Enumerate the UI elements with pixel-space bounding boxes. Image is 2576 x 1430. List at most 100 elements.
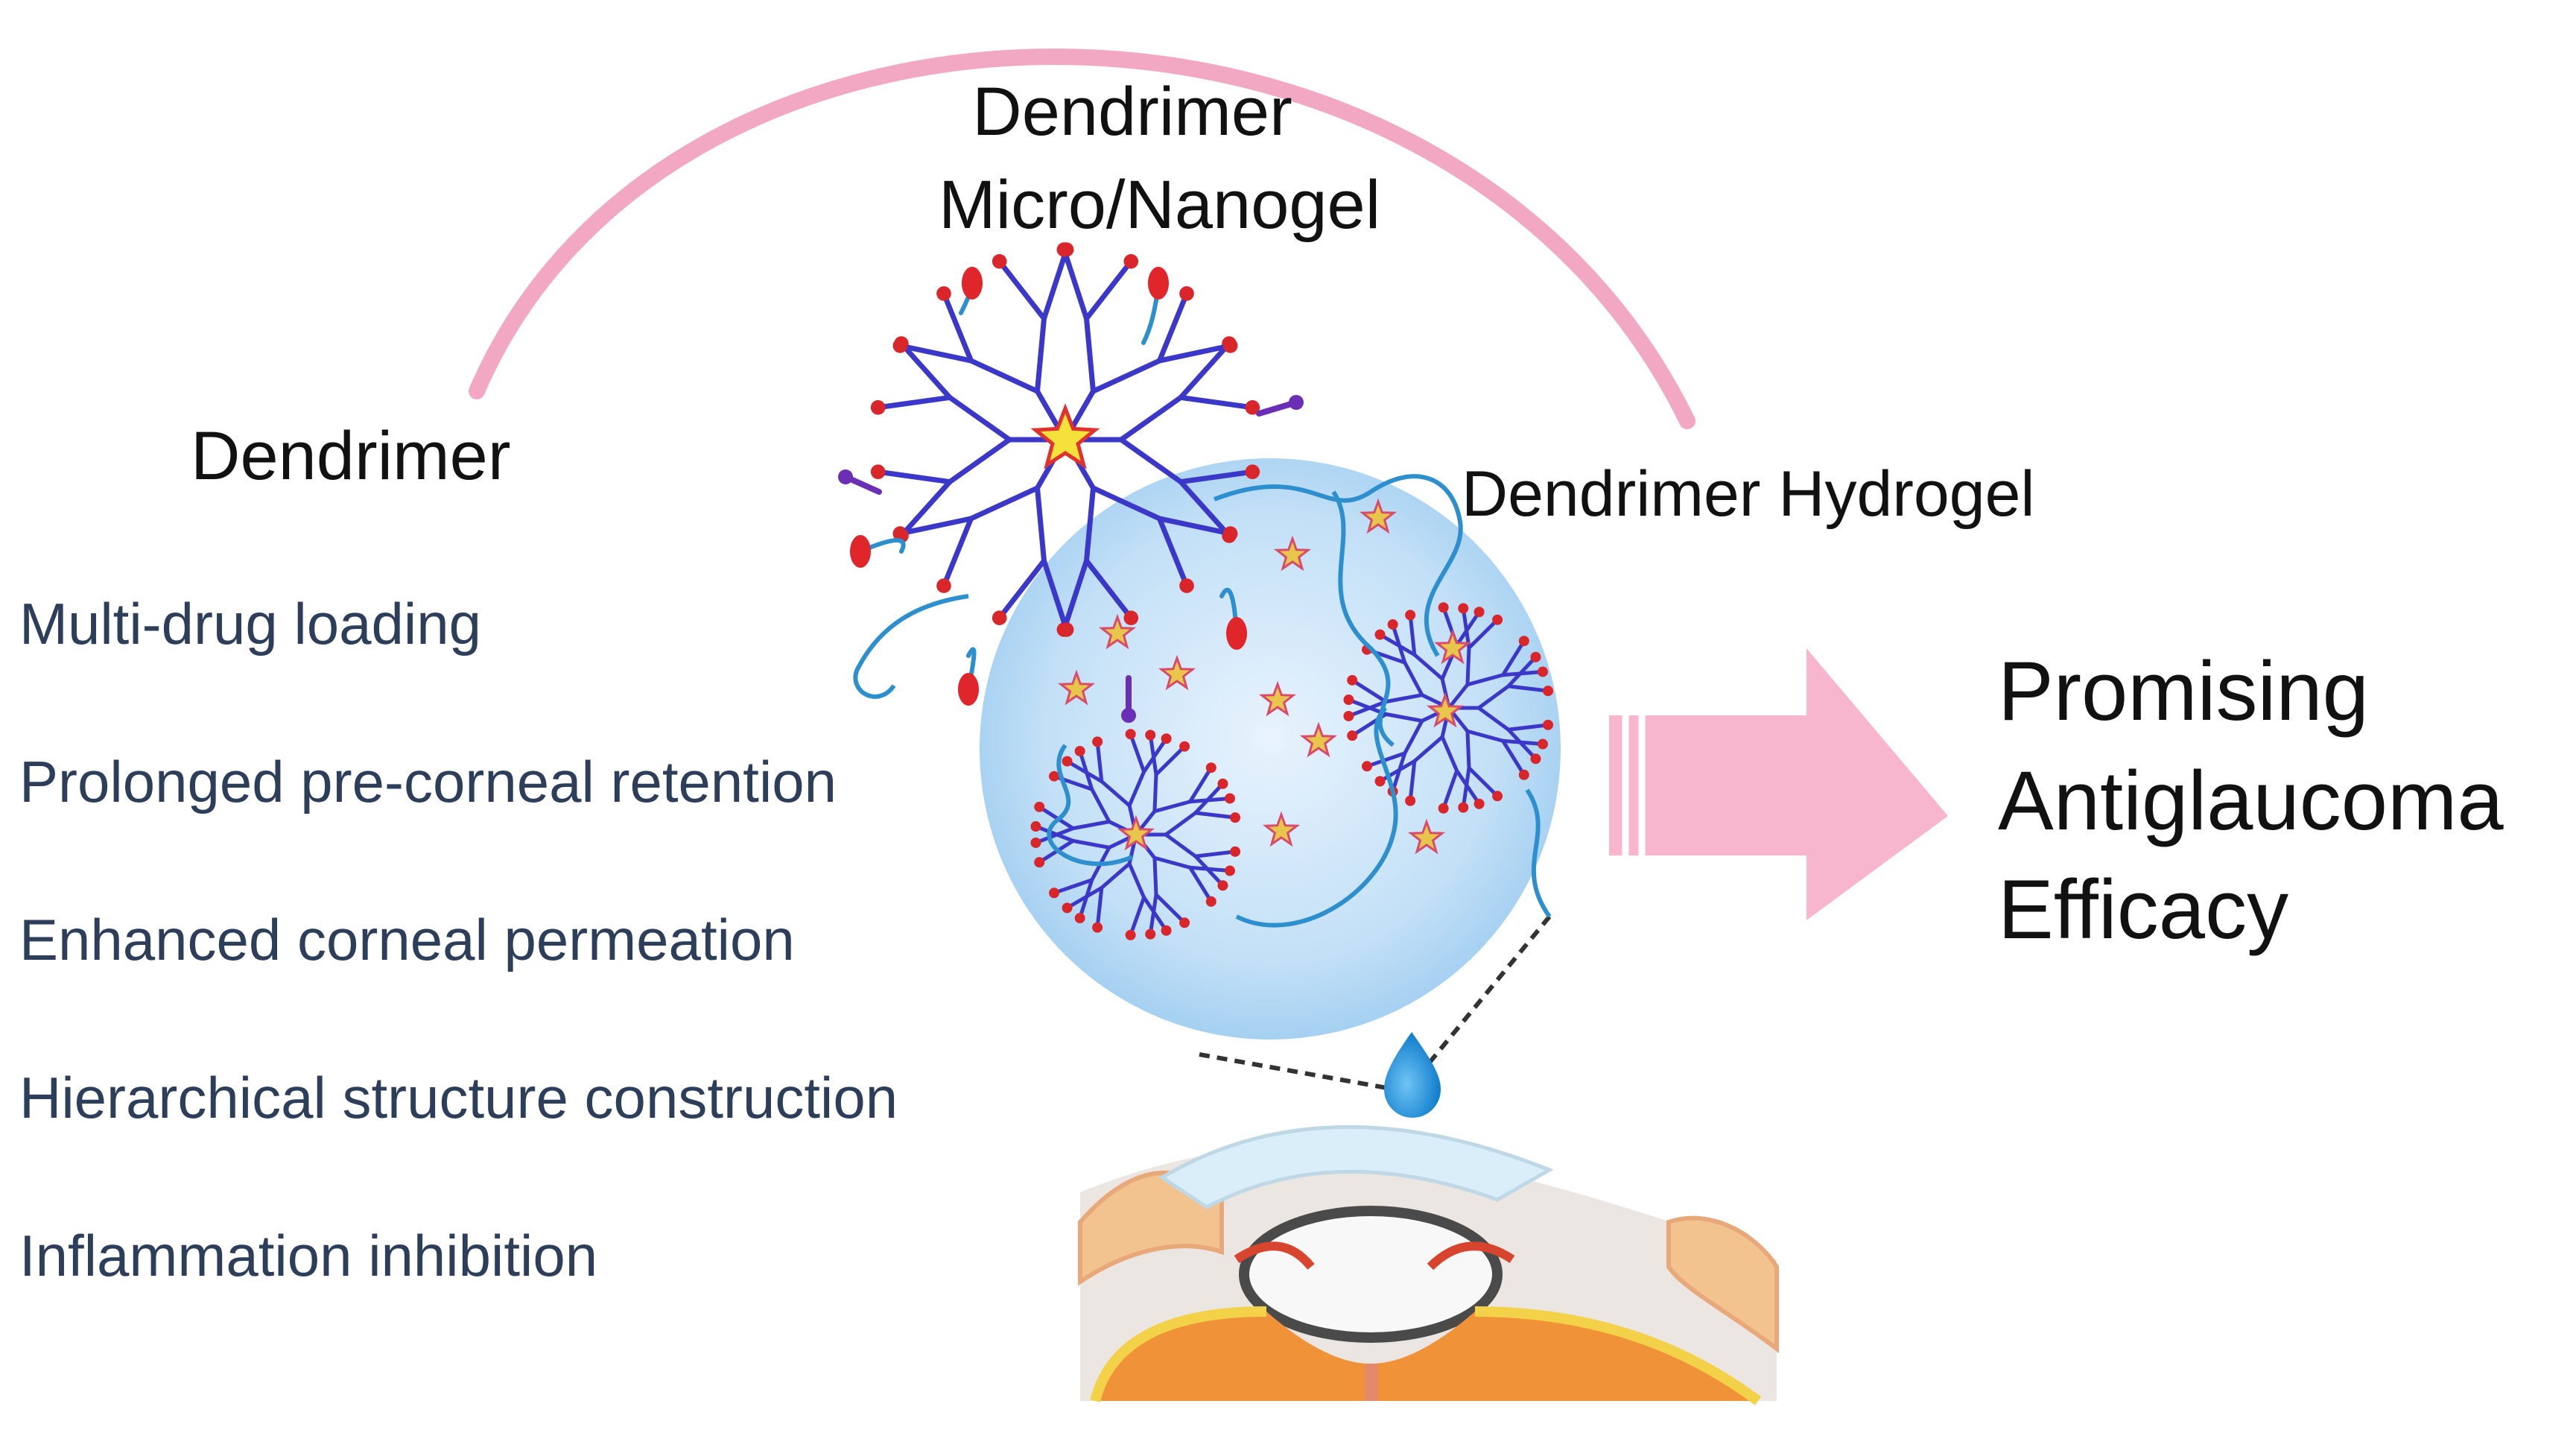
- star-icon: [1299, 721, 1338, 758]
- outcome-text: Promising Antiglaucoma Efficacy: [1998, 637, 2504, 965]
- end-group-dot: [1224, 793, 1235, 804]
- end-group-dot: [1374, 776, 1386, 787]
- feature-item: Prolonged pre-corneal retention: [19, 749, 837, 814]
- end-group-head: [958, 673, 979, 706]
- star-icon: [1426, 692, 1465, 728]
- dendrimer-molecule-small: [1343, 602, 1554, 814]
- end-group-dot: [1145, 928, 1156, 940]
- feature-item: Multi-drug loading: [19, 591, 482, 657]
- dendrimer-micro-nanogel-title: Dendrimer Micro/Nanogel: [939, 66, 1381, 252]
- end-group-dot: [1518, 769, 1529, 780]
- end-group-dot: [892, 338, 908, 353]
- end-group-dot: [838, 469, 853, 484]
- end-group-dot: [1217, 880, 1228, 891]
- end-group-dot: [1492, 614, 1503, 625]
- star-icon: [1030, 403, 1100, 469]
- end-group-dot: [1458, 603, 1469, 614]
- dendrimer-heading: Dendrimer: [191, 418, 511, 494]
- end-group-head: [1148, 267, 1169, 300]
- end-group-dot: [1530, 651, 1541, 662]
- end-group-dot: [1537, 666, 1548, 677]
- dendrimer-hydrogel-heading: Dendrimer Hydrogel: [1462, 458, 2035, 530]
- end-group-dot: [1537, 738, 1548, 750]
- end-group-dot: [1347, 730, 1358, 741]
- star-icon: [1407, 818, 1446, 855]
- end-group-dot: [1161, 733, 1172, 744]
- end-group-dot: [1179, 578, 1194, 593]
- end-group-dot: [1217, 778, 1228, 789]
- end-group-head: [850, 535, 871, 568]
- end-group-dot: [1034, 801, 1045, 812]
- star-icon: [1262, 811, 1301, 847]
- end-group-dot: [1222, 526, 1238, 541]
- end-group-dot: [1343, 710, 1354, 721]
- end-group-dot: [1289, 395, 1304, 410]
- end-group-dot: [1473, 607, 1485, 618]
- star-icon: [1433, 628, 1472, 665]
- star-icon: [1057, 669, 1096, 706]
- end-group-dot: [1121, 708, 1136, 723]
- end-group-dot: [1224, 865, 1235, 876]
- end-group-head: [1226, 617, 1247, 650]
- end-group-dot: [1230, 846, 1241, 857]
- star-icon: [1359, 498, 1398, 534]
- end-group-dot: [1049, 771, 1060, 782]
- end-group-dot: [1473, 798, 1485, 809]
- star-icon: [1098, 613, 1137, 650]
- end-group-dot: [1245, 464, 1260, 479]
- end-group-dot: [1034, 857, 1045, 868]
- end-group-dot: [1374, 629, 1386, 640]
- title-line-dendrimer: Dendrimer: [972, 74, 1292, 150]
- feature-item: Inflammation inhibition: [19, 1223, 598, 1288]
- end-group-dot: [1030, 837, 1041, 848]
- end-group-dot: [1405, 795, 1416, 806]
- end-group-dot: [1145, 730, 1156, 741]
- end-group-dot: [1062, 756, 1073, 767]
- star-icon: [1117, 814, 1155, 851]
- eye-drop-icon: [1384, 1032, 1441, 1118]
- end-group-dot: [1125, 729, 1136, 740]
- end-group-dot: [1179, 917, 1190, 928]
- end-group-dot: [870, 400, 886, 415]
- end-group-dot: [1543, 719, 1554, 730]
- end-group-dot: [1205, 896, 1216, 907]
- connecting-arc: [469, 48, 1695, 429]
- end-group-dot: [1123, 253, 1139, 269]
- end-group-dot: [1179, 286, 1194, 301]
- zoom-line-right: [1409, 915, 1552, 1086]
- end-group-dot: [1062, 902, 1073, 914]
- feature-item: Enhanced corneal permeation: [19, 907, 795, 972]
- drug-stars: [1057, 498, 1472, 855]
- dendrimer-molecule: [838, 242, 1304, 723]
- end-group-head: [962, 267, 983, 300]
- end-group-dot: [1343, 695, 1354, 706]
- end-group-dot: [1230, 812, 1241, 823]
- title-line-micro-nanogel: Micro/Nanogel: [939, 167, 1381, 244]
- end-group-dot: [1530, 753, 1541, 765]
- end-group-dot: [936, 286, 951, 301]
- end-group-dot: [1161, 925, 1172, 936]
- end-group-dot: [1405, 610, 1416, 621]
- end-group-dot: [1074, 913, 1085, 924]
- end-group-dot: [1125, 929, 1136, 940]
- end-group-dot: [936, 578, 951, 593]
- outcome-line-2: Antiglaucoma: [1998, 753, 2504, 847]
- polymer-chains: [853, 474, 1552, 928]
- end-group-dot: [1347, 674, 1358, 686]
- end-group-dot: [1222, 338, 1238, 353]
- eye-cross-section-icon: [1078, 1125, 1779, 1405]
- end-group-dot: [870, 464, 886, 479]
- end-group-dot: [1179, 741, 1190, 752]
- outcome-line-1: Promising: [1998, 645, 2369, 738]
- end-group-dot: [992, 610, 1007, 626]
- end-group-dot: [1438, 803, 1449, 814]
- zoom-line-left: [1199, 1052, 1409, 1094]
- end-group-dot: [992, 253, 1007, 269]
- right-arrow-icon: [1609, 648, 1948, 920]
- end-group-dot: [1049, 888, 1060, 899]
- end-group-dot: [1030, 821, 1041, 832]
- end-group-dot: [1492, 791, 1503, 802]
- star-icon: [1158, 654, 1196, 691]
- star-icon: [1273, 535, 1312, 572]
